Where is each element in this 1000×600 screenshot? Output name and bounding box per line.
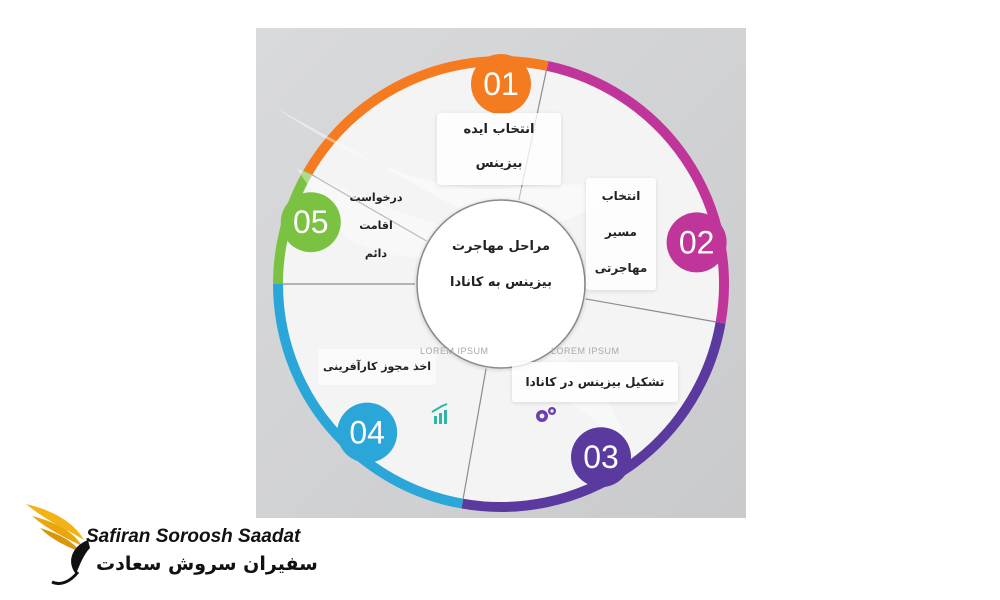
brand-name-english: Safiran Soroosh Saadat — [86, 526, 301, 547]
step-02-line3: مهاجرتی — [594, 261, 648, 275]
step-badge-circle — [337, 402, 398, 463]
step-02-line1: انتخاب — [601, 189, 641, 203]
step-05-line3: دائم — [364, 247, 388, 260]
step-03-label: تشکیل بیزینس در کانادا — [512, 362, 678, 402]
step-05-line1: درخواست — [349, 191, 403, 204]
divider-line — [311, 174, 427, 242]
step-01-line2: بیزینس — [475, 156, 523, 171]
step-02-label: انتخاب مسیر مهاجرتی — [586, 178, 656, 290]
center-circle — [416, 199, 586, 369]
steps-wheel: مراحل مهاجرت بیزینس به کانادا 01 02 03 04 05 — [273, 54, 729, 512]
step-badge-circle — [571, 427, 631, 488]
step-number: 05 — [293, 204, 329, 240]
step-badge-05: 05 — [280, 192, 341, 253]
step-04-label: اخذ مجوز کارآفرینی — [318, 349, 436, 385]
rim-segment-02 — [546, 60, 729, 324]
step-01-label: انتخاب ایده بیزینس — [437, 113, 561, 185]
divider-line — [462, 368, 487, 499]
step-04-line1: اخذ مجوز کارآفرینی — [322, 360, 432, 373]
brand-logo — [26, 504, 90, 586]
step-03-line1: تشکیل بیزینس در کانادا — [525, 375, 665, 389]
growth-chart-icon — [431, 403, 448, 424]
step-05-line2: اقامت — [359, 219, 393, 232]
step-badge-02: 02 — [666, 212, 727, 273]
step-number: 02 — [679, 224, 715, 260]
brand-name-persian: سفیران سروش سعادت — [96, 553, 318, 575]
step-badge-04: 04 — [337, 402, 398, 463]
step-number: 03 — [583, 439, 619, 475]
gears-icon — [536, 407, 556, 422]
rim-segment-04 — [273, 283, 464, 509]
step-02-line2: مسیر — [604, 225, 637, 239]
step-number: 01 — [483, 66, 519, 102]
wing-decoration — [276, 108, 616, 228]
step-badge-03: 03 — [571, 427, 631, 488]
step-number: 04 — [349, 415, 385, 451]
step-05-label: درخواست اقامت دائم — [346, 184, 406, 268]
watermark-text-2: LOREM IPSUM — [420, 346, 489, 356]
step-01-line1: انتخاب ایده — [463, 122, 535, 137]
step-badge-circle — [471, 54, 531, 114]
divider-line — [585, 298, 716, 323]
center-title-line1: مراحل مهاجرت — [452, 239, 550, 254]
step-badge-circle — [280, 192, 341, 253]
wing-icon — [26, 504, 90, 586]
step-badge-01: 01 — [471, 54, 531, 114]
step-badge-circle — [666, 212, 727, 273]
center-title-line2: بیزینس به کانادا — [450, 275, 552, 290]
watermark-text-1: LOREM IPSUM — [551, 346, 620, 356]
